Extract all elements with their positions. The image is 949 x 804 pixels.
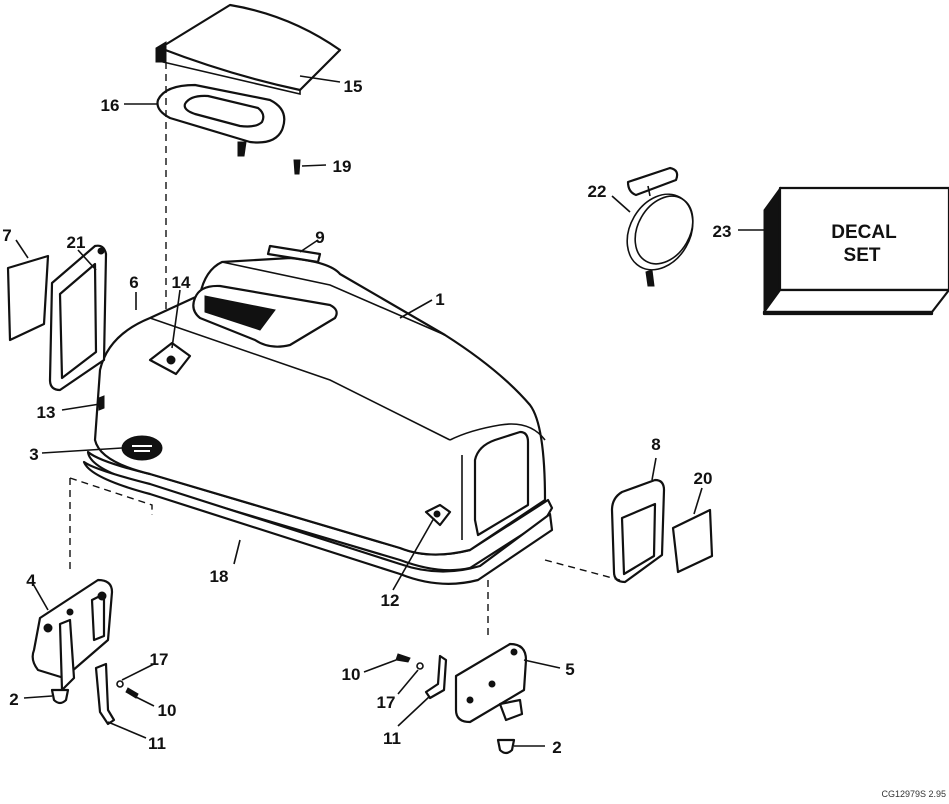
vent-9 <box>266 244 322 264</box>
leader-lines <box>15 75 764 747</box>
decal-7 <box>6 254 50 342</box>
callout-6: 6 <box>129 273 138 292</box>
callout-11-right: 11 <box>383 729 401 748</box>
callout-16: 16 <box>101 96 120 115</box>
emblem-3 <box>121 435 163 461</box>
callout-7: 7 <box>2 226 11 245</box>
lanyard-22 <box>626 166 694 287</box>
clip-11-left <box>94 662 116 726</box>
callout-10-right: 10 <box>342 665 361 684</box>
callout-12: 12 <box>381 591 400 610</box>
callout-1: 1 <box>435 290 444 309</box>
frame-8 <box>610 478 666 584</box>
decal-set-line2: SET <box>844 245 881 266</box>
washer-17-left <box>116 680 124 688</box>
callout-23: 23 <box>713 222 732 241</box>
callout-22: 22 <box>588 182 607 201</box>
callout-10-left: 10 <box>158 701 177 720</box>
align-line-left-top <box>69 477 153 515</box>
seal-ring-16 <box>156 83 286 157</box>
callout-5: 5 <box>565 660 574 679</box>
callout-2-right: 2 <box>552 738 561 757</box>
callout-19: 19 <box>333 157 352 176</box>
screw-19 <box>293 159 301 175</box>
figure-code: CG12979S 2.95 <box>881 789 946 799</box>
callout-13: 13 <box>37 403 56 422</box>
bracket-5 <box>454 642 528 724</box>
callout-3: 3 <box>29 445 38 464</box>
callout-2-left: 2 <box>9 690 18 709</box>
side-panel <box>473 430 530 537</box>
decal-set-box <box>762 186 949 316</box>
bracket-4 <box>31 578 114 692</box>
callout-4: 4 <box>26 571 36 590</box>
frame-21 <box>48 244 108 392</box>
washer-17-right <box>416 662 424 670</box>
grommet-13 <box>98 395 105 411</box>
callout-18: 18 <box>210 567 229 586</box>
decal-set-line1: DECAL <box>831 222 897 243</box>
screw-10-right <box>395 653 411 663</box>
callout-8: 8 <box>651 435 660 454</box>
engine-cover <box>82 244 554 585</box>
cover-base-rim <box>82 460 554 585</box>
grommet-2-right <box>496 738 516 755</box>
callout-20: 20 <box>694 469 713 488</box>
callout-17-right: 17 <box>377 693 396 712</box>
decal-20 <box>671 508 714 574</box>
grommet-2-left <box>50 688 70 705</box>
clip-11-right <box>424 654 448 700</box>
callout-14: 14 <box>172 273 191 292</box>
align-line-frame8 <box>544 559 621 581</box>
hood-15 <box>155 3 342 96</box>
callout-15: 15 <box>344 77 363 96</box>
callout-9: 9 <box>315 228 324 247</box>
callout-17-left: 17 <box>150 650 169 669</box>
callout-21: 21 <box>67 233 86 252</box>
callout-11-left: 11 <box>148 734 166 753</box>
screw-10-left <box>125 687 139 699</box>
